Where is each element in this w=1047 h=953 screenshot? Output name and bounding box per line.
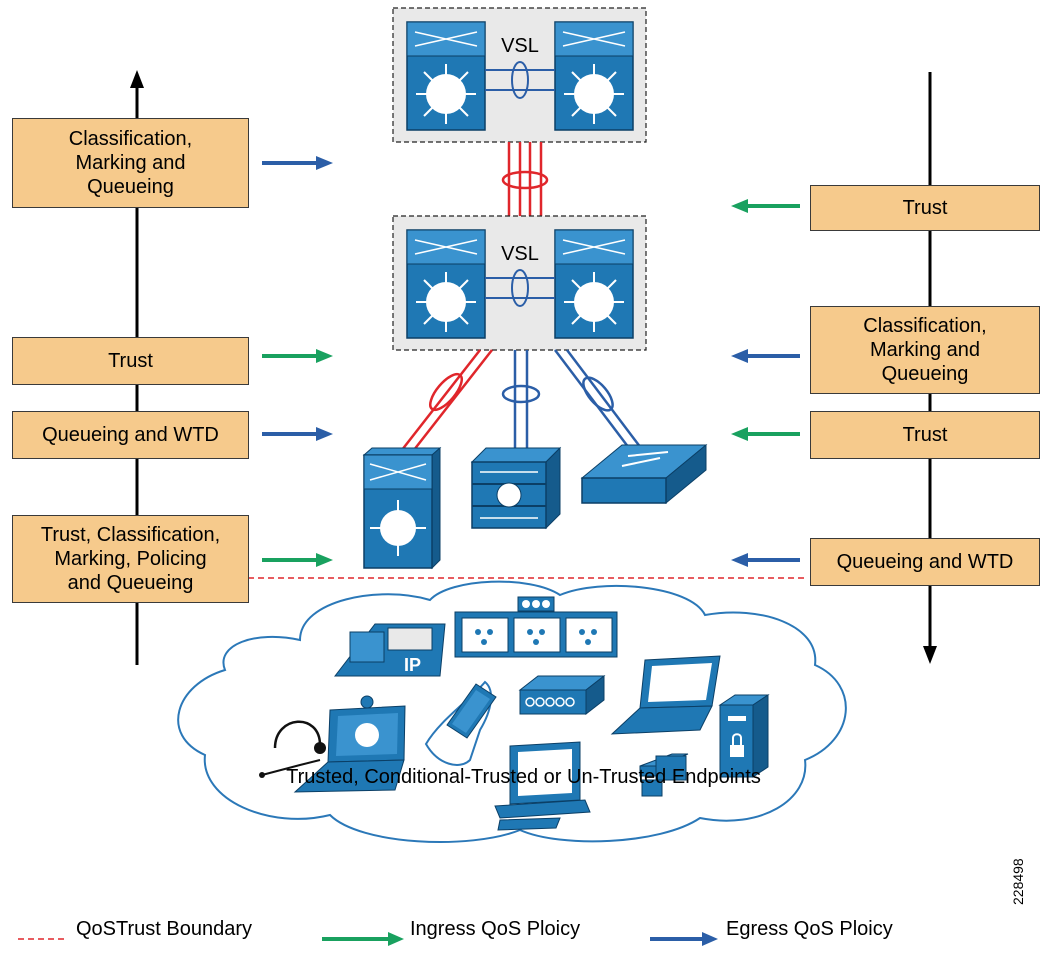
distribution-access-links — [397, 349, 645, 456]
core-switch-left — [406, 21, 486, 131]
vsl-label-core: VSL — [501, 35, 539, 57]
legend-egress-arrowhead — [702, 932, 718, 946]
access-switch-fixed — [580, 443, 708, 505]
core-switch-right — [554, 21, 634, 131]
ip-phone-icon: IP — [333, 623, 446, 677]
headset-laptop-icon — [259, 695, 406, 793]
right-box-trust-bottom: Trust — [810, 411, 1040, 459]
server-lock-icon — [718, 694, 770, 778]
legend-egress-label: Egress QoS Ploicy — [726, 918, 893, 940]
desktop-computer-icon — [494, 741, 591, 831]
left-box-classification-marking-queueing: Classification, Marking and Queueing — [12, 118, 249, 208]
handheld-device-icon — [424, 680, 497, 766]
telepresence-icon — [454, 596, 618, 658]
core-vss-pair: VSL — [392, 7, 647, 143]
distribution-switch-right — [554, 229, 634, 339]
legend-ingress-arrowhead — [388, 932, 404, 946]
core-distribution-links — [501, 142, 549, 216]
figure-id: 228498 — [1010, 858, 1026, 905]
right-box-classification-marking-queueing: Classification, Marking and Queueing — [810, 306, 1040, 394]
distribution-vss-pair: VSL — [392, 215, 647, 351]
right-policy-arrows — [731, 199, 800, 567]
left-policy-arrows — [262, 156, 333, 567]
access-switch-stack — [470, 446, 562, 530]
access-switch-chassis — [362, 446, 442, 570]
endpoints-caption: Trusted, Conditional-Trusted or Un-Trust… — [286, 766, 761, 788]
video-camera-icon — [639, 753, 689, 797]
ip-phone-label: IP — [404, 655, 421, 675]
distribution-switch-left — [406, 229, 486, 339]
right-box-trust-top: Trust — [810, 185, 1040, 231]
vsl-label-distribution: VSL — [501, 243, 539, 265]
left-box-trust: Trust — [12, 337, 249, 385]
laptop-icon-right — [610, 655, 721, 735]
left-box-queueing-wtd: Queueing and WTD — [12, 411, 249, 459]
upstream-arrow-head — [130, 70, 144, 88]
downstream-arrow-head — [923, 646, 937, 664]
left-box-trust-classification-policing: Trust, Classification, Marking, Policing… — [12, 515, 249, 603]
legend-boundary-label: QoSTrust Boundary — [76, 918, 253, 940]
right-box-queueing-wtd: Queueing and WTD — [810, 538, 1040, 586]
video-codec-icon — [518, 674, 606, 716]
legend-ingress-label: Ingress QoS Ploicy — [410, 918, 581, 940]
